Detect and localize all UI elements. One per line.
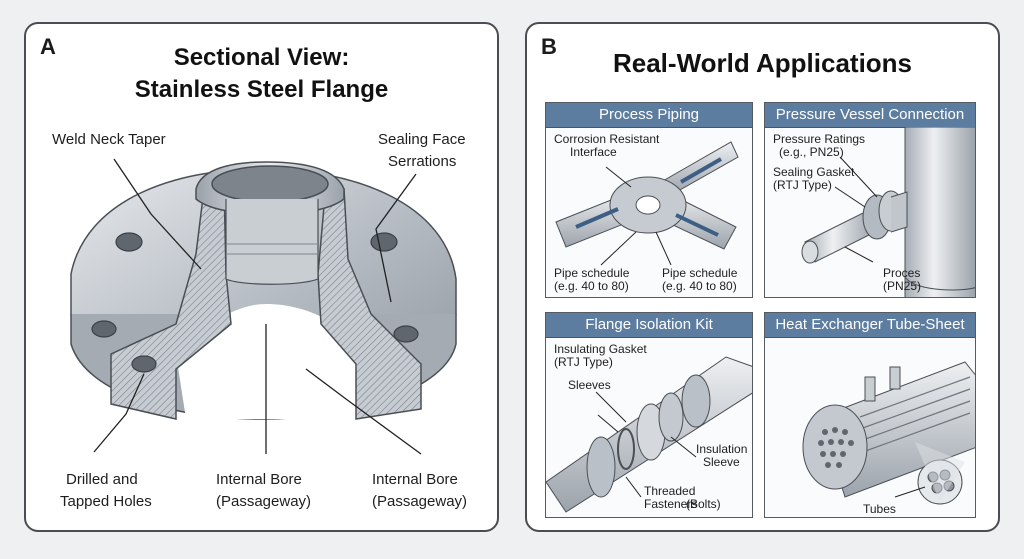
- heat-exchanger-illustration: [802, 361, 975, 505]
- label-insulating-gasket-line1: Insulating Gasket: [554, 342, 647, 356]
- label-proces-line1: Proces: [883, 266, 921, 280]
- panel-b-letter: B: [541, 34, 557, 59]
- label-proces-line2: (PN25): [883, 279, 922, 293]
- label-pipe-schedule-left-line1: Pipe schedule: [554, 266, 630, 280]
- label-pipe-schedule-right-line2: (e.g. 40 to 80): [662, 279, 737, 293]
- label-internal-bore-2-line1: Internal Bore: [372, 471, 458, 488]
- label-sealing-face-line2: Serrations: [388, 153, 457, 170]
- label-sleeves: Sleeves: [568, 378, 611, 392]
- label-pressure-ratings-line1: Pressure Ratings: [773, 132, 866, 146]
- pressure-vessel-illustration: [801, 127, 975, 297]
- isolation-kit-illustration: [546, 356, 752, 513]
- label-internal-bore-1-line2: (Passageway): [216, 493, 312, 510]
- panel-a-letter: A: [40, 34, 56, 59]
- card-isolation-kit: Flange Isolation Kit Insulating Gasket (…: [545, 312, 753, 518]
- label-drilled-line2: Tapped Holes: [60, 493, 152, 510]
- card-process-piping: Process Piping Corrosion Resistant Inter…: [545, 102, 753, 298]
- label-corrosion-line1: Corrosion Resistant: [554, 132, 660, 146]
- label-sealing-gasket-line1: Sealing Gasket: [773, 165, 855, 179]
- flange-section-illustration: [70, 158, 457, 455]
- card-isolation-kit-title: Flange Isolation Kit: [546, 313, 752, 338]
- panel-a-title-line1: Sectional View:: [173, 44, 350, 71]
- panel-b-title: Real-World Applications: [612, 48, 913, 78]
- card-heat-exchanger: Heat Exchanger Tube-Sheet: [764, 312, 976, 518]
- card-pressure-vessel-title: Pressure Vessel Connection: [765, 103, 975, 128]
- label-sealing-gasket-line2: (RTJ Type): [773, 178, 832, 192]
- label-insulation-sleeve-line2: Sleeve: [703, 455, 740, 469]
- label-threaded-fasteners-line2: (Bolts): [686, 497, 721, 511]
- label-sealing-face-line1: Sealing Face: [378, 131, 466, 148]
- label-weld-neck-taper: Weld Neck Taper: [52, 131, 166, 148]
- label-internal-bore-2-line2: (Passageway): [372, 493, 468, 510]
- card-pressure-vessel: Pressure Vessel Connection Pressure Rati…: [764, 102, 976, 298]
- label-insulation-sleeve-line1: Insulation: [696, 442, 748, 456]
- label-pipe-schedule-right-line1: Pipe schedule: [662, 266, 738, 280]
- label-internal-bore-1-line1: Internal Bore: [216, 471, 302, 488]
- card-process-piping-title: Process Piping: [546, 103, 752, 128]
- panel-a-title-line2: Stainless Steel Flange: [134, 76, 389, 103]
- label-corrosion-line2: Interface: [570, 145, 617, 159]
- label-pressure-ratings-line2: (e.g., PN25): [779, 145, 844, 159]
- label-insulating-gasket-line2: (RTJ Type): [554, 355, 613, 369]
- card-heat-exchanger-title: Heat Exchanger Tube-Sheet: [765, 313, 975, 338]
- process-piping-illustration: [555, 141, 739, 266]
- label-pipe-schedule-left-line2: (e.g. 40 to 80): [554, 279, 629, 293]
- label-drilled-line1: Drilled and: [66, 471, 138, 488]
- panel-b: B Real-World Applications Process Piping…: [525, 22, 1000, 532]
- label-threaded-fasteners-line1: Threaded Fasteners: [644, 484, 698, 511]
- label-tubes: Tubes: [863, 502, 896, 516]
- panel-a: A Sectional View: Stainless Steel Flange: [24, 22, 499, 532]
